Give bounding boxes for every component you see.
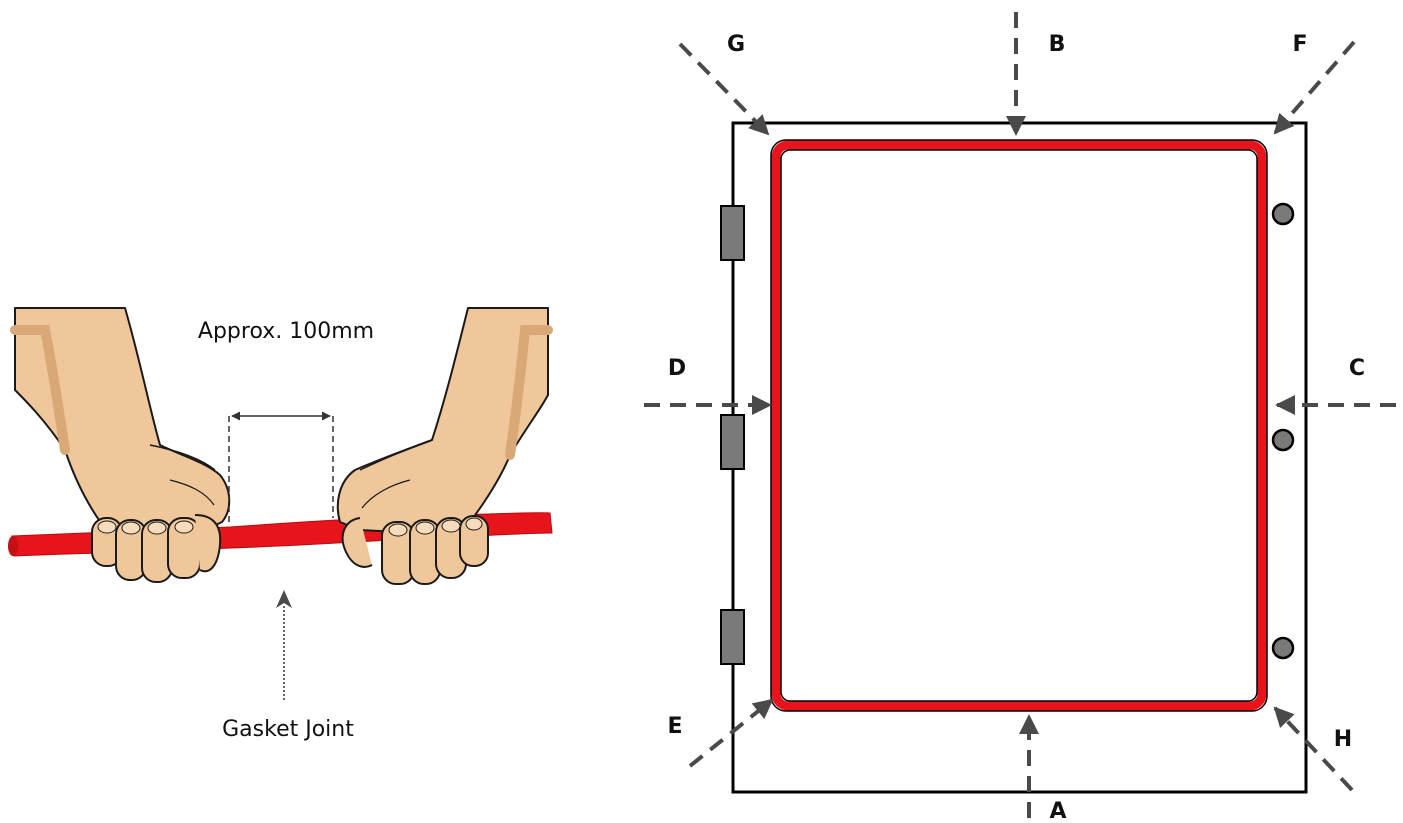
latch-icon — [1271, 202, 1295, 226]
point-label-h: H — [1334, 727, 1352, 752]
point-label-c: C — [1349, 356, 1365, 381]
left-hand-icon — [10, 307, 231, 583]
hinge-icon — [720, 609, 745, 665]
arrow-icon — [688, 698, 774, 768]
point-label-f: F — [1292, 32, 1307, 57]
point-label-b: B — [1049, 32, 1066, 57]
latch-icon — [1271, 636, 1295, 660]
door-panel — [731, 121, 1308, 794]
point-label-a: A — [1049, 799, 1066, 823]
gasket-stretch-figure: Approx. 100mm Gasket Joint — [8, 307, 553, 742]
gasket-ring — [771, 140, 1267, 711]
distance-dimension — [228, 411, 334, 522]
door-frame-figure: A B C D E F G H — [644, 12, 1396, 823]
point-label-e: E — [667, 714, 682, 739]
arrow-icon — [1273, 706, 1354, 792]
joint-indicator-arrow — [276, 590, 292, 700]
latch-icon — [1271, 428, 1295, 452]
joint-label: Gasket Joint — [222, 717, 354, 742]
right-hand-icon — [336, 307, 553, 585]
point-label-d: D — [668, 356, 686, 381]
distance-label: Approx. 100mm — [198, 319, 374, 344]
hinge-icon — [720, 414, 745, 470]
hinge-icon — [720, 205, 745, 261]
arrow-icon — [678, 42, 770, 136]
point-label-g: G — [727, 32, 745, 57]
arrow-icon — [1273, 40, 1356, 135]
